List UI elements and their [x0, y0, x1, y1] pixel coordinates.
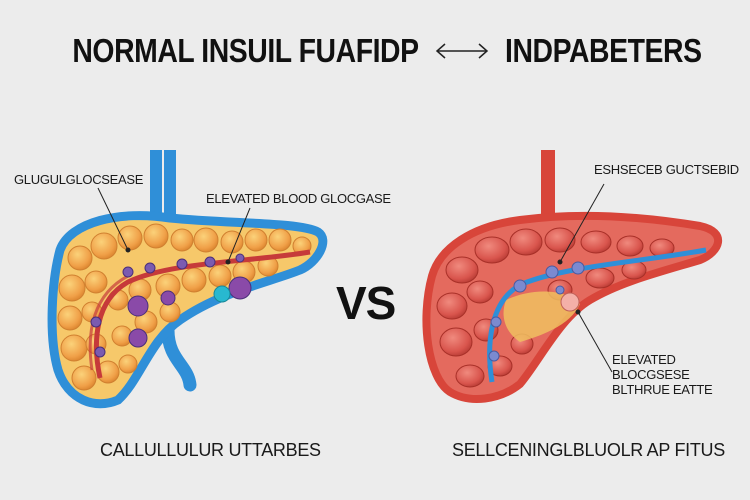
left-vessel-bottom	[161, 323, 197, 392]
right-hotspot	[560, 292, 580, 312]
right-label-stack: ELEVATED BLOCGSESE BLTHRUE EATTE	[612, 352, 713, 397]
right-label-line-3: BLTHRUE EATTE	[612, 382, 713, 397]
right-label-line-1: ELEVATED	[612, 352, 676, 367]
left-acinar-cells	[57, 223, 312, 391]
title-left: NORMAL INSUIL FUAFIDP	[72, 32, 420, 69]
left-nodes	[90, 253, 252, 358]
right-caption: SELLCENINGLBLUOLR AP FITUS	[452, 440, 725, 460]
left-leader-lines	[97, 187, 251, 265]
double-arrow-icon	[435, 43, 489, 59]
left-caption: CALLULLULUR UTTARBES	[100, 440, 321, 460]
title-bar: NORMAL INSUIL FUAFIDP INDPABETERS	[0, 26, 750, 76]
left-label-top: GLUGULGLOCSEASE	[14, 172, 144, 187]
vs-label: VS	[336, 277, 396, 329]
title-right: INDPABETERS	[505, 32, 702, 69]
left-duct	[88, 249, 311, 379]
right-label-top: ESHSECEB GUCTSEBID	[594, 162, 739, 177]
right-duct	[487, 247, 707, 383]
right-leader-lines	[557, 183, 613, 373]
left-beta-cell	[213, 285, 231, 303]
right-label-line-2: BLOCGSESE	[612, 367, 690, 382]
left-label-middle: ELEVATED BLOOD GLOCGASE	[206, 191, 391, 206]
right-nodes	[488, 261, 585, 362]
